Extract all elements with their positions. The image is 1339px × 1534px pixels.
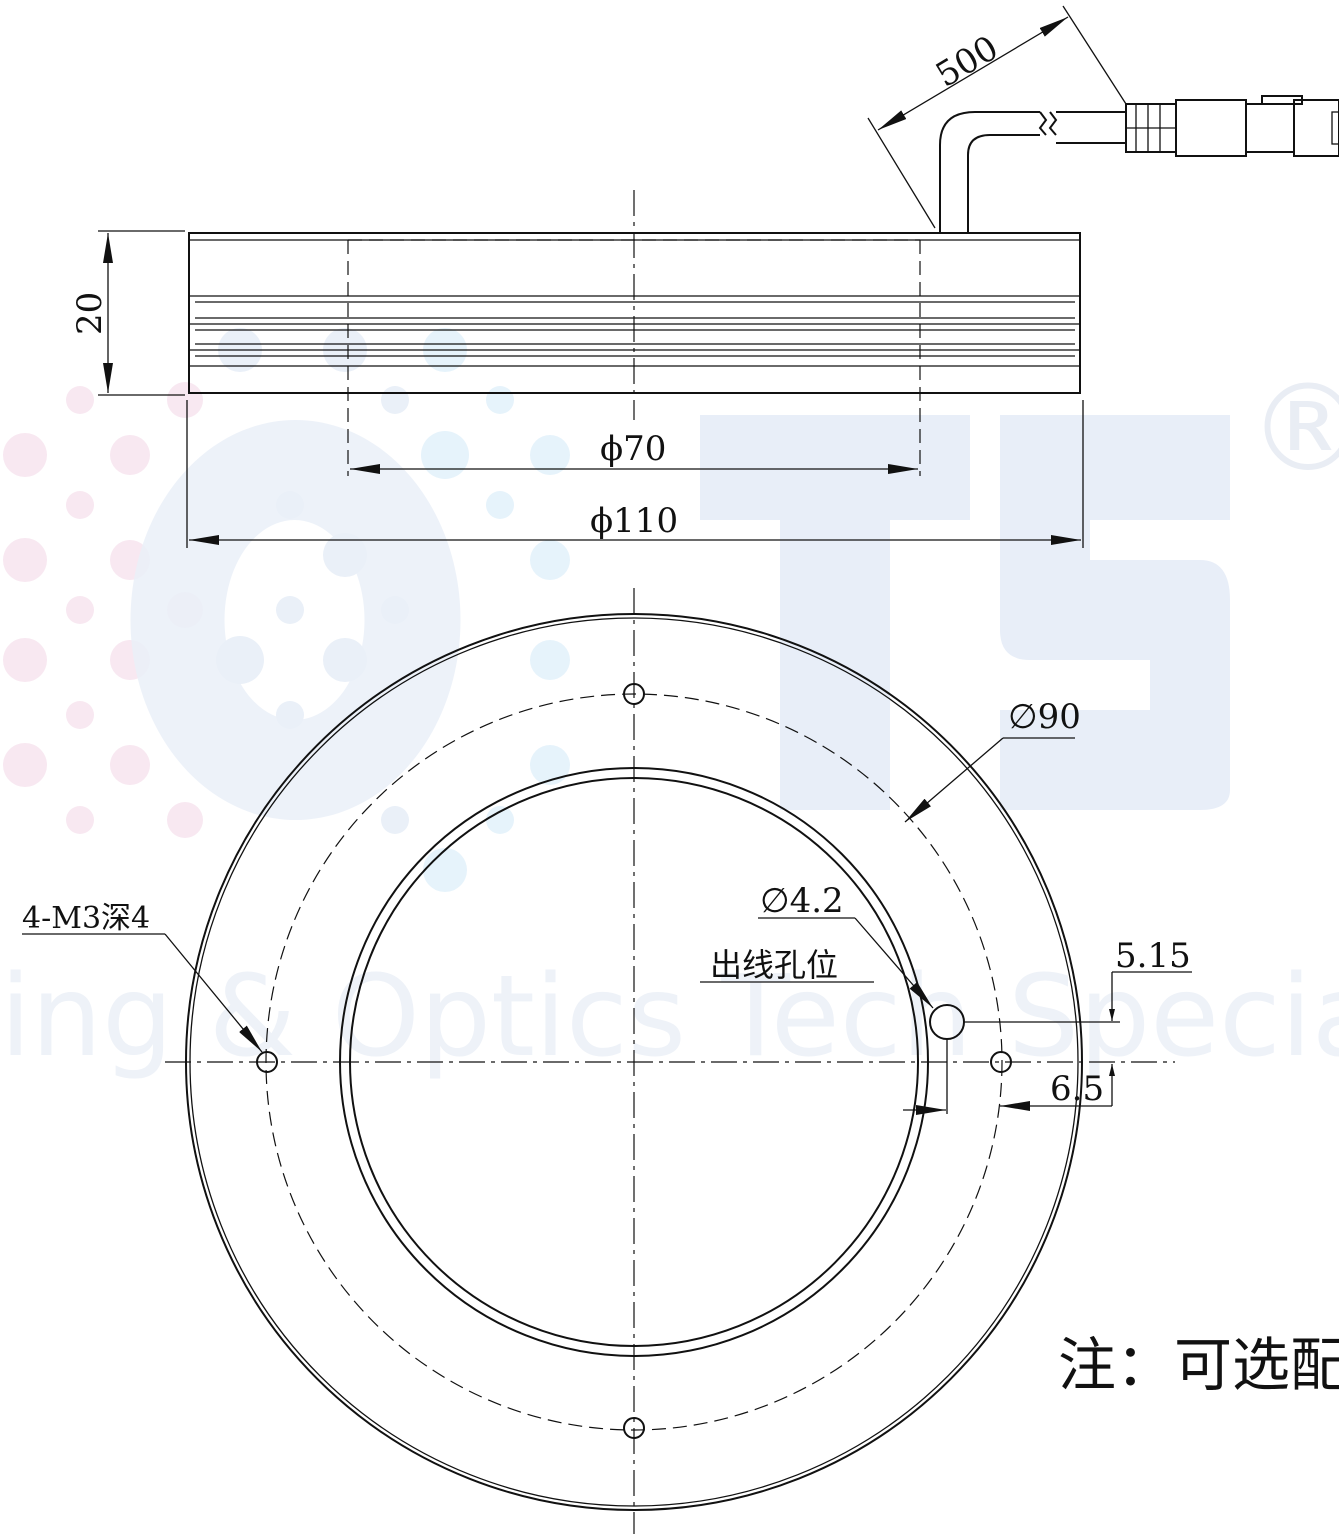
dim-inner-diameter: ϕ70	[600, 429, 666, 469]
dim-cable-length: 500	[929, 28, 1005, 96]
watermark-registered-mark: ®	[1248, 360, 1339, 499]
dim-offset-b: 6.5	[1050, 1069, 1104, 1109]
label-mount-holes: 4-M3深4	[22, 901, 150, 936]
mount-hole-top	[623, 683, 645, 705]
dim-cable-hole: ∅4.2	[760, 881, 844, 921]
dim-offset-a: 5.15	[1115, 936, 1191, 976]
watermark: ® ing & Optics Tech Specialist	[0, 328, 1339, 1082]
top-view: ∅90 4-M3深4 ∅4.2 出线孔位 5.15 6.5	[22, 588, 1192, 1534]
watermark-letter-o	[130, 420, 461, 820]
watermark-tagline: ing & Optics Tech Specialist	[0, 952, 1339, 1082]
dim-bolt-circle: ∅90	[1008, 697, 1081, 737]
mount-hole-bottom	[623, 1417, 645, 1439]
watermark-letter-t	[700, 415, 970, 810]
note-text: 注：可选配	[1058, 1331, 1339, 1399]
label-cable-hole-position: 出线孔位	[710, 946, 838, 984]
dim-height: 20	[70, 292, 110, 335]
cable-wire	[939, 111, 1040, 233]
watermark-letter-s	[1000, 415, 1230, 810]
connector-plug	[1125, 95, 1339, 157]
mount-hole-left	[256, 1051, 278, 1073]
side-body-outline	[188, 232, 1081, 394]
dim-outer-diameter: ϕ110	[590, 501, 678, 541]
side-view: 500 20 ϕ70 ϕ110	[70, 5, 1339, 548]
mount-hole-right	[990, 1051, 1012, 1073]
